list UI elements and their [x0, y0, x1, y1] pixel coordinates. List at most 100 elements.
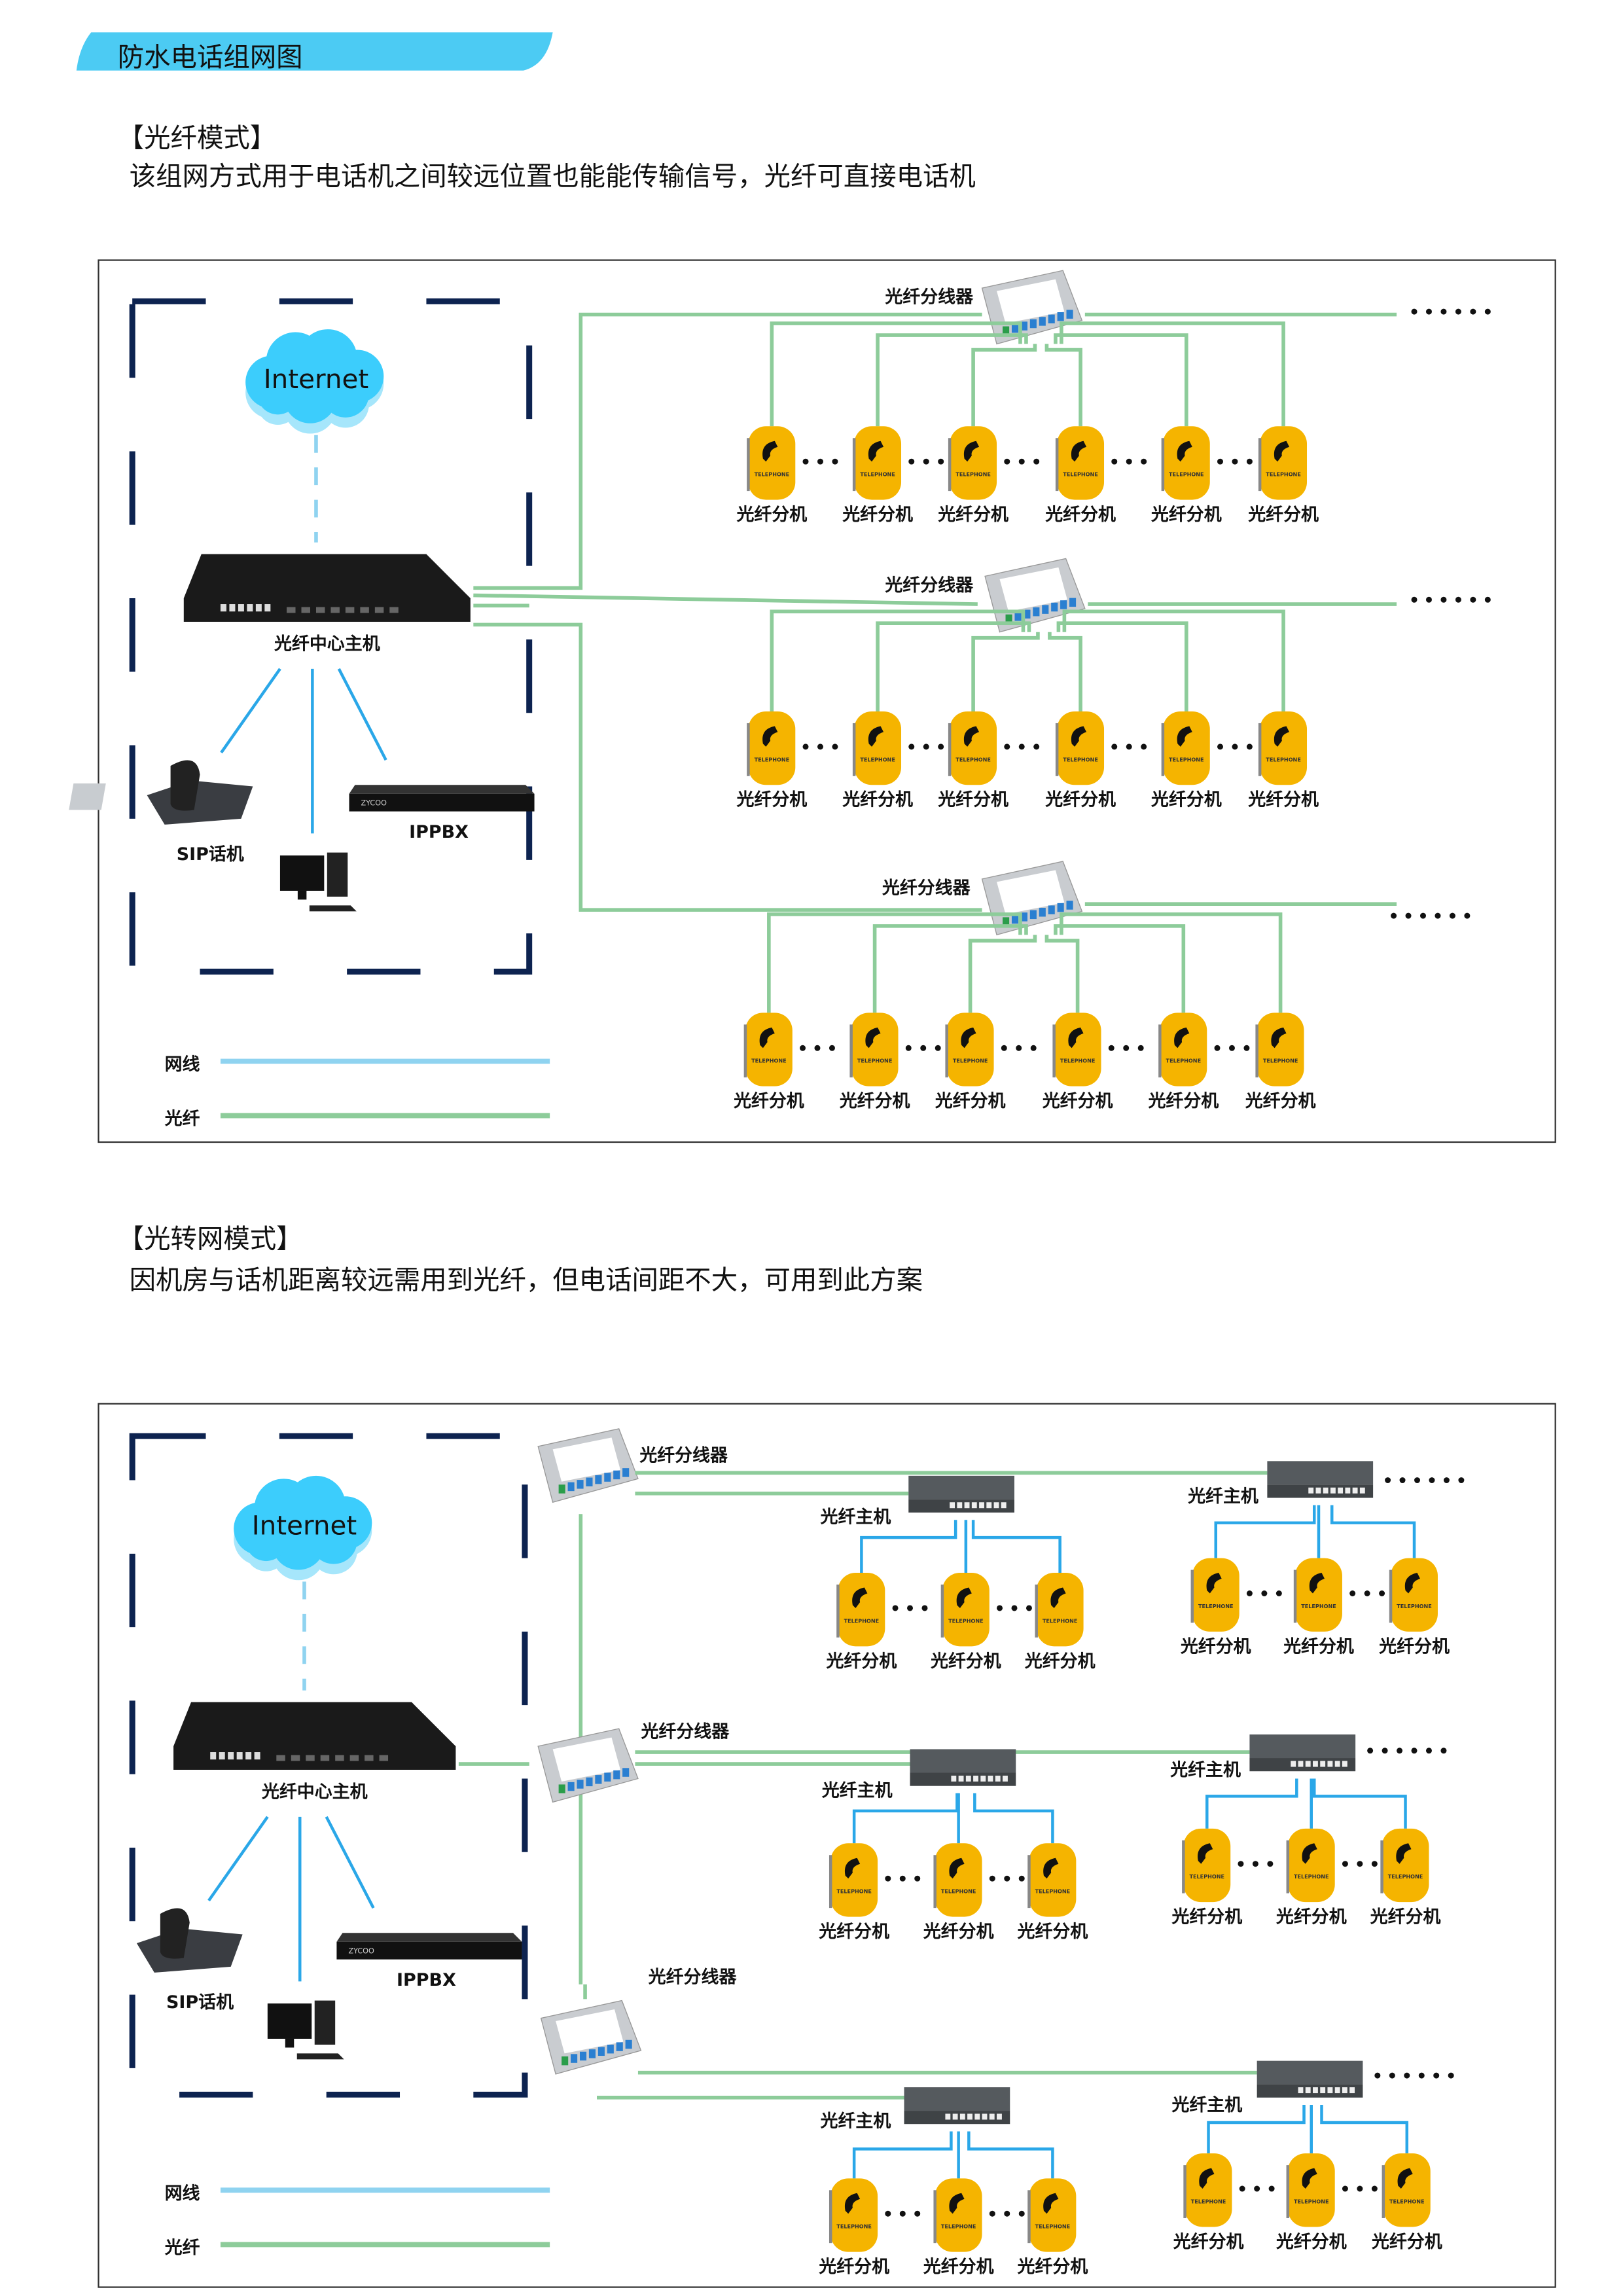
fiber-host-label: 光纤主机: [1171, 2095, 1242, 2115]
splitter-port: [567, 1782, 575, 1791]
extension-phone: TELEPHONE: [1182, 1828, 1231, 1903]
splitter-port: [595, 1475, 602, 1484]
splitter-label: 光纤分线器: [639, 1445, 728, 1465]
splitter-port: [613, 1470, 620, 1480]
ellipsis-dot: [1004, 1875, 1010, 1882]
ellipsis-dot: [1414, 1477, 1420, 1484]
switch-port: [945, 2113, 951, 2120]
splitter-device: [540, 2000, 642, 2075]
splitter-device: [537, 1728, 639, 1803]
host-port: [345, 607, 355, 613]
ellipsis-dot: [1458, 1477, 1465, 1484]
splitter-port: [622, 1468, 630, 1477]
phone-hinge: [747, 723, 750, 776]
switch-port: [1320, 2087, 1326, 2094]
phone-body: [1383, 2153, 1431, 2227]
phone-hinge: [948, 723, 952, 776]
phone-brand-text: TELEPHONE: [1389, 2198, 1425, 2205]
extension-phone: TELEPHONE: [1055, 711, 1105, 785]
ellipsis-dot: [1123, 1045, 1130, 1051]
ellipsis-dot: [885, 1875, 891, 1882]
ellipsis-dot: [1420, 912, 1426, 919]
extension-label: 光纤分机: [1275, 2232, 1347, 2252]
switch-port: [967, 2113, 972, 2120]
phone-hinge: [829, 2190, 832, 2244]
extension-fiber-link: [1044, 935, 1080, 1013]
fiber-host-device: [908, 1475, 1014, 1513]
phone-hinge: [940, 1585, 944, 1638]
extension-label: 光纤分机: [1150, 505, 1222, 525]
ellipsis-dot: [1111, 458, 1118, 465]
switch-top: [1267, 1461, 1374, 1485]
phone-brand-text: TELEPHONE: [941, 1888, 976, 1895]
handset-icon: [1043, 1857, 1059, 1879]
ellipsis-dot: [1275, 1590, 1282, 1596]
phone-body: [851, 1013, 899, 1086]
phone-brand-text: TELEPHONE: [953, 1058, 988, 1064]
handset-icon: [1177, 726, 1192, 747]
handset-icon: [852, 1587, 868, 1608]
fiber-host-device: [904, 2087, 1010, 2125]
sip-handset: [170, 760, 200, 811]
extension-phone: TELEPHONE: [933, 2178, 982, 2252]
handset-icon: [1050, 1587, 1066, 1608]
switch-port: [1338, 1487, 1344, 1494]
splitter-device: [981, 861, 1083, 936]
host-port: [220, 604, 226, 612]
ellipsis-dot: [1371, 2185, 1378, 2192]
ellipsis-dot: [1404, 2072, 1410, 2079]
host-port: [320, 1755, 330, 1761]
fiber-trunk: [473, 593, 978, 606]
host-port: [229, 604, 236, 612]
extension-label: 光纤分机: [1173, 2232, 1244, 2252]
splitter-port: [604, 1473, 611, 1482]
splitter-port: [1060, 600, 1067, 609]
host-port: [365, 1755, 374, 1761]
pc-stand: [297, 890, 307, 900]
pc-tower: [327, 852, 348, 897]
splitter-port: [1057, 312, 1064, 321]
splitter-port: [622, 1768, 630, 1777]
extension-label: 光纤分机: [923, 1922, 994, 1942]
page-title: 防水电话组网图: [118, 41, 303, 73]
host-port: [264, 604, 271, 612]
switch-port: [1308, 1487, 1314, 1494]
center-host-label: 光纤中心主机: [261, 1782, 368, 1803]
host-port: [238, 604, 244, 612]
ellipsis-dot: [1018, 1875, 1025, 1882]
splitter-device: [981, 270, 1083, 345]
ellipsis-dot: [1141, 744, 1147, 750]
dashed-boundary: [129, 298, 533, 975]
host-body: [183, 554, 471, 622]
ellipsis-dot: [1214, 1045, 1221, 1051]
phone-hinge: [1190, 1570, 1194, 1623]
handset-icon: [1071, 726, 1087, 747]
host-port: [245, 1752, 252, 1760]
splitter-port: [586, 1477, 593, 1486]
phone-hinge: [1286, 2165, 1290, 2218]
phone-hinge: [1158, 1024, 1162, 1078]
phone-body: [935, 1843, 982, 1917]
host-port: [210, 1752, 217, 1760]
switch-port: [974, 2113, 980, 2120]
phone-hinge: [1258, 438, 1262, 492]
ippbx-top: [336, 1933, 522, 1942]
ippbx-top: [349, 785, 535, 794]
phone-brand-text: TELEPHONE: [1166, 1058, 1202, 1064]
network-link: [971, 1520, 1061, 1573]
splitter-port: [1066, 310, 1073, 319]
extension-phone: TELEPHONE: [933, 1843, 982, 1917]
extension-label: 光纤分机: [1180, 1636, 1251, 1657]
splitter-port: [1048, 905, 1055, 914]
host-port: [236, 1752, 243, 1760]
splitter-label: 光纤分线器: [882, 878, 971, 898]
phone-brand-text: TELEPHONE: [1035, 2223, 1071, 2230]
extension-label: 光纤分机: [1275, 1907, 1347, 1928]
ellipsis-dot: [1440, 308, 1447, 315]
splitter-port: [577, 1480, 584, 1489]
ellipsis-dot: [1018, 458, 1025, 465]
phone-brand-text: TELEPHONE: [844, 1617, 880, 1624]
extension-fiber-link: [1062, 609, 1285, 711]
extension-label: 光纤分机: [736, 505, 807, 525]
ellipsis-dot: [914, 2210, 921, 2217]
